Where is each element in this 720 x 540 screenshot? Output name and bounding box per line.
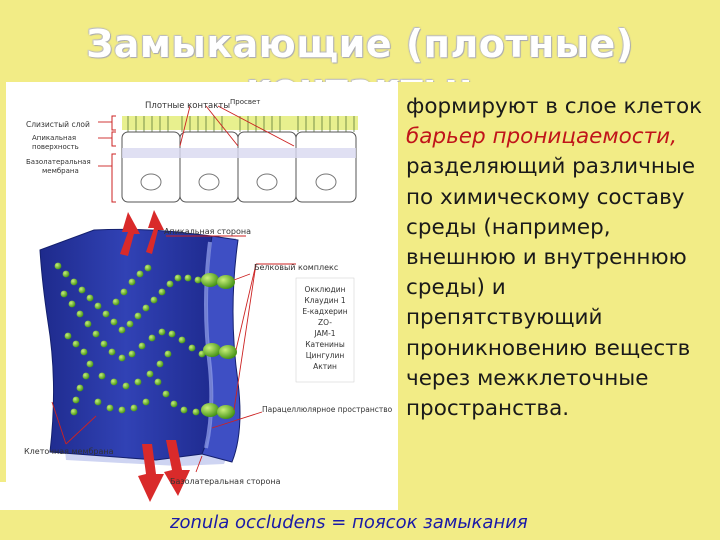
protein-jam: JAM-1 <box>313 329 335 338</box>
bottom-pointer-lines <box>51 235 296 473</box>
protein-e-cadherin: Е-кадхерин <box>302 307 347 316</box>
protein-list: Окклюдин Клаудин 1 Е-кадхерин ZO- JAM-1 … <box>302 285 347 371</box>
protein-actin: Актин <box>313 362 337 371</box>
body-text: формируют в слое клеток барьер проницаем… <box>406 92 706 424</box>
basolateral-membrane-label-2: мембрана <box>42 167 79 175</box>
protein-occludin: Окклюдин <box>304 285 345 294</box>
cell-membrane-left <box>39 228 213 461</box>
junction-band <box>122 148 356 158</box>
caption-band <box>0 510 720 540</box>
figure-svg: Плотные контакты Просвет Слизистый слой … <box>24 98 393 502</box>
layer-brackets <box>111 115 116 203</box>
nuclei <box>140 173 337 191</box>
mucous-layer-label: Слизистый слой <box>26 120 90 129</box>
top-pointer-lines <box>98 105 295 167</box>
protein-claudin: Клаудин 1 <box>304 296 346 305</box>
text-panel <box>398 82 720 540</box>
protein-complexes <box>201 273 237 419</box>
flow-arrows <box>120 210 190 502</box>
basolateral-membrane-label-1: Базолатеральная <box>26 158 91 166</box>
protein-zo: ZO- <box>318 318 332 327</box>
apical-surface-label-2: поверхность <box>32 143 79 151</box>
caption: zonula occludens = поясок замыкания <box>170 512 528 533</box>
lumen-label: Просвет <box>230 98 260 106</box>
epithelium-diagram: Плотные контакты Просвет Слизистый слой … <box>26 98 358 203</box>
paracellular-space-label: Парацеллюлярное пространство <box>262 405 393 414</box>
body-text-highlight: барьер проницаемости, <box>406 124 677 150</box>
microvilli <box>127 116 355 132</box>
arrow-down-1 <box>138 444 164 502</box>
junction-strands <box>54 262 206 416</box>
protein-catenins: Катенины <box>305 340 345 349</box>
protein-cingulin: Цингулин <box>306 351 345 360</box>
arrow-down-2 <box>164 440 190 496</box>
arrow-up-2 <box>146 210 164 254</box>
basolateral-side-label: Базолатеральная сторона <box>170 477 281 486</box>
apical-surface-label-1: Апикальная <box>32 134 76 142</box>
left-strip <box>0 82 6 482</box>
tight-contacts-label: Плотные контакты <box>145 101 230 111</box>
body-text-after: разделяющий различные по химическому сос… <box>406 154 696 422</box>
title-band <box>0 0 720 82</box>
apical-side-label: Апикальная сторона <box>164 227 251 236</box>
arrow-up-1 <box>120 212 140 256</box>
cell-membrane-label: Клеточная мембрана <box>24 447 114 456</box>
body-text-before: формируют в слое клеток <box>406 94 703 119</box>
junction-diagram: Апикальная сторона Белковый комплекс Окк… <box>24 210 393 502</box>
tight-junction-figure: Плотные контакты Просвет Слизистый слой … <box>6 82 398 510</box>
protein-complex-label: Белковый комплекс <box>254 263 338 272</box>
cells <box>121 131 357 203</box>
protein-list-box <box>295 277 355 383</box>
